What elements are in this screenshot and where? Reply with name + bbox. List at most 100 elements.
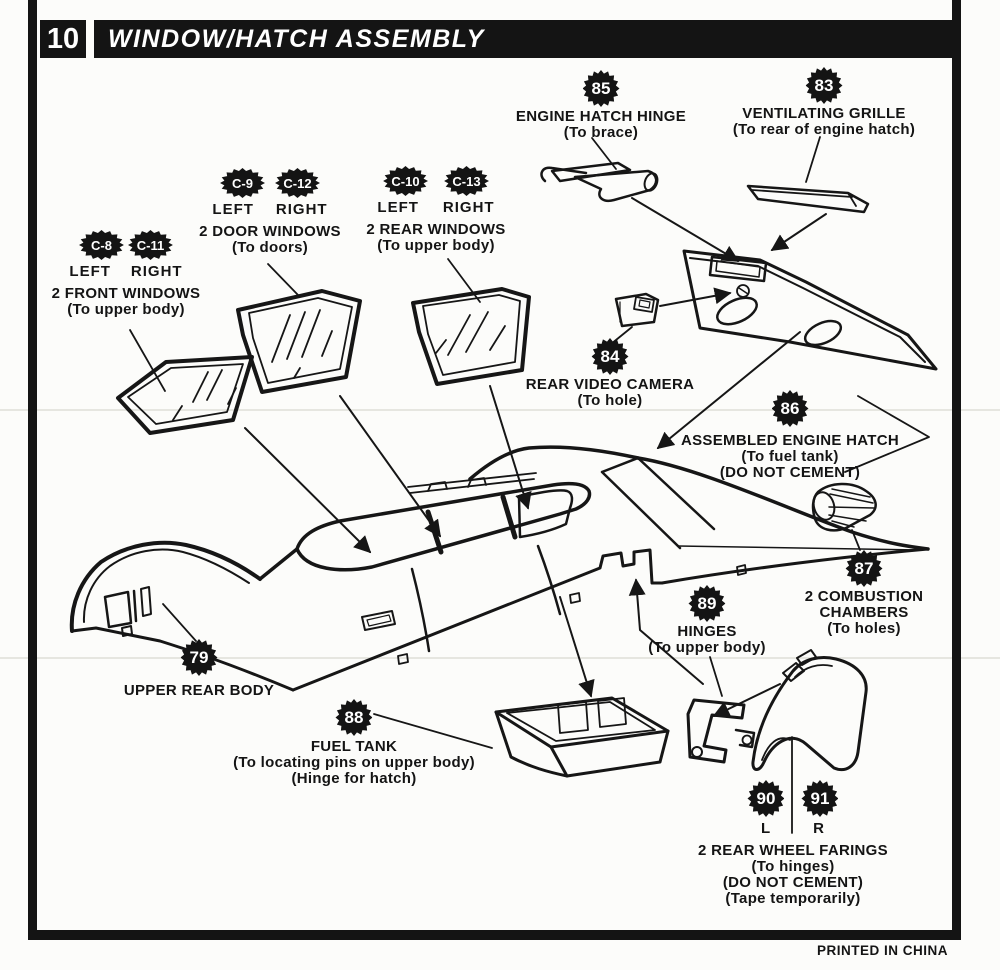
fuel-tank-label: 88 FUEL TANK (To locating pins on upper … bbox=[233, 699, 475, 787]
part-badge-c12: C-12 bbox=[274, 168, 320, 198]
rear-windows-label: C-10 C-13 LEFT RIGHT 2 REAR WINDOWS (To … bbox=[366, 166, 505, 254]
part-badge-87: 87 bbox=[845, 550, 883, 587]
part-destination: (To fuel tank) bbox=[741, 448, 839, 465]
part-note: (Tape temporarily) bbox=[725, 890, 861, 907]
part-badge-88: 88 bbox=[335, 699, 373, 736]
part-badge-85: 85 bbox=[582, 70, 620, 107]
left-label: LEFT bbox=[212, 201, 254, 218]
part-name: 2 COMBUSTION bbox=[804, 588, 924, 605]
part-badge-91: 91 bbox=[801, 780, 839, 817]
part-name: 2 REAR WHEEL FARINGS bbox=[698, 842, 888, 859]
part-name: VENTILATING GRILLE bbox=[742, 105, 906, 122]
ventilating-grille-drawing bbox=[746, 184, 870, 214]
part-destination: (To upper body) bbox=[648, 639, 766, 656]
part-name: REAR VIDEO CAMERA bbox=[525, 376, 695, 393]
paper-fold-line bbox=[0, 409, 1000, 411]
page-border-right bbox=[952, 0, 961, 940]
front-window-drawing bbox=[116, 329, 254, 435]
part-destination: (To hinges) bbox=[751, 858, 835, 875]
front-windows-label: C-8 C-11 LEFT RIGHT 2 FRONT WINDOWS (To … bbox=[52, 230, 201, 318]
part-destination: (To doors) bbox=[231, 239, 309, 256]
panel-to-body-arrow bbox=[656, 331, 801, 450]
part-destination: (To upper body) bbox=[377, 237, 495, 254]
combustion-chambers-label: 87 2 COMBUSTION CHAMBERS (To holes) bbox=[805, 550, 924, 637]
engine-hatch-hinge-label: 85 ENGINE HATCH HINGE (To brace) bbox=[516, 70, 686, 141]
assembled-engine-hatch-label: 86 ASSEMBLED ENGINE HATCH (To fuel tank)… bbox=[681, 390, 899, 481]
paper-fold-line bbox=[0, 657, 1000, 659]
printed-in-china-note: PRINTED IN CHINA bbox=[816, 943, 948, 958]
hinge-to-upper-body-arrow bbox=[628, 578, 704, 685]
hinge-to-panel-arrow bbox=[631, 197, 740, 262]
hatch-label-wedge bbox=[844, 395, 930, 473]
part-destination: (To rear of engine hatch) bbox=[732, 121, 916, 138]
left-label: LEFT bbox=[69, 263, 111, 280]
part-name: ENGINE HATCH HINGE bbox=[515, 108, 687, 125]
hinges-label-leader bbox=[709, 656, 723, 697]
part-badge-83: 83 bbox=[805, 67, 843, 104]
grille-label-leader bbox=[805, 136, 821, 183]
page-title: WINDOW/HATCH ASSEMBLY bbox=[108, 24, 485, 53]
part-name: UPPER REAR BODY bbox=[123, 682, 275, 699]
part-name: HINGES bbox=[677, 623, 737, 640]
body-to-tank-arrow bbox=[559, 596, 595, 698]
fuel-tank-drawing bbox=[494, 696, 670, 778]
door-window-drawing bbox=[236, 263, 362, 394]
part-badge-c11: C-11 bbox=[128, 230, 173, 260]
part-note: (Hinge for hatch) bbox=[291, 770, 417, 787]
part-destination: (To upper body) bbox=[67, 301, 185, 318]
ventilating-grille-label: 83 VENTILATING GRILLE (To rear of engine… bbox=[733, 67, 915, 138]
rear-wheel-farings-label: 90 91 L R 2 REAR WHEEL FARINGS (To hinge… bbox=[698, 780, 888, 907]
rear-window-drawing bbox=[411, 258, 531, 386]
part-destination: (To hole) bbox=[577, 392, 643, 409]
door-windows-label: C-9 C-12 LEFT RIGHT 2 DOOR WINDOWS (To d… bbox=[199, 168, 341, 256]
part-note: (DO NOT CEMENT) bbox=[722, 874, 864, 891]
right-label: RIGHT bbox=[442, 199, 495, 216]
part-name: ASSEMBLED ENGINE HATCH bbox=[681, 432, 899, 449]
part-name: 2 FRONT WINDOWS bbox=[51, 285, 201, 302]
title-bar: WINDOW/HATCH ASSEMBLY bbox=[94, 20, 952, 58]
combustion-label-leader bbox=[851, 529, 861, 551]
engine-hatch-panel-drawing bbox=[682, 249, 938, 371]
grille-to-panel-arrow bbox=[770, 213, 827, 251]
right-letter: R bbox=[813, 820, 826, 837]
front-window-arrow bbox=[244, 427, 372, 554]
page-border-bottom bbox=[28, 930, 961, 940]
engine-hatch-hinge-drawing bbox=[540, 161, 659, 202]
part-badge-c9: C-9 bbox=[219, 168, 265, 198]
hinges-label: 89 HINGES (To upper body) bbox=[648, 585, 766, 656]
rear-video-camera-drawing bbox=[614, 292, 660, 328]
step-number-box: 10 bbox=[40, 20, 86, 58]
right-label: RIGHT bbox=[130, 263, 183, 280]
fuel-tank-label-leader bbox=[373, 713, 493, 749]
upper-rear-body-drawing bbox=[69, 445, 930, 692]
part-destination: (To locating pins on upper body) bbox=[233, 754, 475, 771]
part-note: (DO NOT CEMENT) bbox=[719, 464, 861, 481]
part-badge-c8: C-8 bbox=[79, 230, 124, 260]
upper-rear-body-leader bbox=[162, 603, 197, 642]
part-destination: (To brace) bbox=[563, 124, 639, 141]
rear-window-arrow bbox=[489, 385, 532, 510]
upper-rear-body-label: 79 UPPER REAR BODY bbox=[124, 639, 274, 699]
hinge-label-leader bbox=[591, 137, 617, 170]
rear-wheel-fairing-drawing bbox=[751, 649, 868, 772]
part-badge-90: 90 bbox=[747, 780, 785, 817]
part-badge-84: 84 bbox=[591, 338, 629, 375]
step-number: 10 bbox=[46, 22, 80, 55]
camera-to-hole-arrow bbox=[659, 287, 732, 307]
part-badge-86: 86 bbox=[771, 390, 809, 427]
left-letter: L bbox=[760, 820, 772, 837]
door-window-arrow bbox=[339, 395, 441, 538]
right-label: RIGHT bbox=[275, 201, 328, 218]
part-badge-89: 89 bbox=[688, 585, 726, 622]
rear-video-camera-label: 84 REAR VIDEO CAMERA (To hole) bbox=[526, 338, 694, 409]
part-badge-c13: C-13 bbox=[443, 166, 489, 196]
part-name: 2 REAR WINDOWS bbox=[366, 221, 506, 238]
part-badge-c10: C-10 bbox=[382, 166, 428, 196]
part-name: 2 DOOR WINDOWS bbox=[199, 223, 341, 240]
part-badge-79: 79 bbox=[180, 639, 218, 676]
combustion-chamber-drawing bbox=[811, 482, 877, 532]
part-destination: (To holes) bbox=[827, 620, 901, 637]
